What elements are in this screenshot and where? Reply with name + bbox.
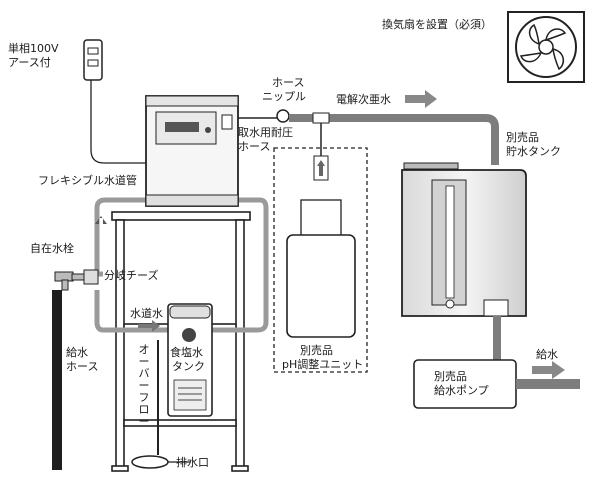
power-label-line2: アース付 [8,56,51,69]
power-label-line1: 単相100V [8,42,59,55]
electrolyzed-water-label: 電解次亜水 [336,93,391,106]
drain-label: 排水口 [176,456,209,469]
faucet-icon [54,269,99,291]
brine-tank [167,303,213,417]
electrolyzed-water-pipe [289,114,499,165]
water-supply-label: 給水 [536,348,558,361]
storage-tank-label-line2: 貯水タンク [506,145,561,158]
tap-water-arrow-icon [138,320,160,332]
faucet-label: 自在水栓 [30,242,74,255]
supply-hose-label-line1: 給水 [66,346,88,359]
ph-unit-boundary [273,147,368,373]
right-arrow-icon [405,90,437,108]
generator-unit [145,95,239,207]
ph-unit-label-line2: pH調整ユニット [282,358,364,371]
up-arrow-icon [95,216,107,224]
ph-adjust-unit [286,155,356,338]
storage-tank-label-line1: 別売品 [506,131,539,144]
tap-water-label: 水道水 [130,307,163,320]
fan-label: 換気扇を設置（必須） [382,18,492,31]
storage-tank [401,162,527,317]
brine-tank-label-line1: 食塩水 [170,346,203,359]
intake-hose-label-line1: 取水用耐圧 [238,126,293,139]
hose-nipple-label-line1: ホース [272,76,305,89]
supply-hose-label-line2: ホース [66,360,99,373]
supply-pump-label-line1: 別売品 [434,370,467,383]
branch-tee-label: 分岐チーズ [104,269,159,282]
flex-pipe-label: フレキシブル水道管 [38,174,137,187]
supply-arrow-icon [532,361,565,379]
drain-icon [131,455,169,469]
ph-unit-label-line1: 別売品 [300,344,333,357]
hose-nipple-label-line2: ニップル [262,90,306,103]
power-outlet-icon [83,39,148,164]
supply-pump-label-line2: 給水ポンプ [434,384,489,397]
flexible-water-pipe [94,197,269,333]
overflow-label: オーバーフロー [138,343,150,428]
exhaust-fan-icon [507,11,585,83]
intake-hose-label-line2: ホース [238,140,271,153]
brine-tank-label-line2: タンク [172,360,205,373]
hose-nipple-icon [276,109,290,123]
